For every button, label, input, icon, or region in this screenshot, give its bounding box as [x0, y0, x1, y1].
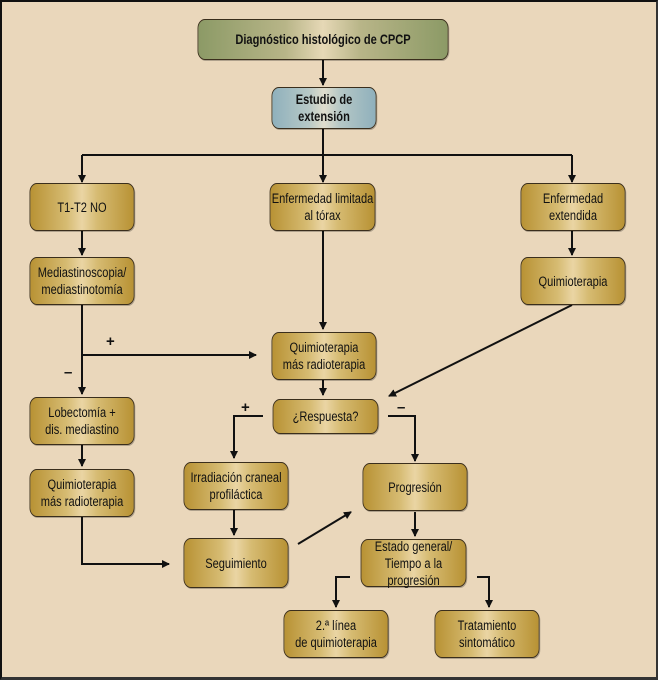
- mediastino-negative-label: –: [64, 364, 73, 381]
- node-tratamiento-sintomatico: Tratamiento sintomático: [434, 610, 540, 658]
- arrow-quimio-respuesta: [388, 304, 573, 397]
- arrow-respuesta-positive: [230, 415, 263, 459]
- node-quimio-radio-central: Quimioterapia más radioterapia: [271, 332, 377, 380]
- node-segunda-linea: 2.ª línea de quimioterapia: [283, 610, 389, 658]
- arrow-seguimiento-progresion: [297, 511, 352, 545]
- mediastino-positive-label: +: [106, 333, 115, 350]
- node-estado-general: Estado general/ Tiempo a la progresión: [360, 539, 467, 588]
- node-progresion: Progresión: [362, 463, 468, 511]
- respuesta-positive-label: +: [241, 399, 250, 416]
- node-respuesta: ¿Respuesta?: [272, 399, 379, 434]
- node-enfermedad-extendida: Enfermedad extendida: [520, 183, 626, 231]
- node-seguimiento: Seguimiento: [183, 538, 289, 588]
- arrow-respuesta-negative: [388, 415, 419, 462]
- respuesta-negative-label: –: [397, 399, 406, 416]
- node-enfermedad-limitada: Enfermedad limitada al tórax: [269, 183, 376, 231]
- node-diagnostico-histologico: Diagnóstico histológico de CPCP: [197, 19, 449, 60]
- node-estudio-extension: Estudio de extensión: [271, 87, 377, 129]
- node-mediastinoscopia: Mediastinoscopia/ mediastinotomía: [29, 257, 135, 305]
- node-irradiacion-craneal: Irradiación craneal profiláctica: [183, 462, 289, 510]
- node-t1-t2-no: T1-T2 NO: [29, 183, 135, 231]
- node-quimioterapia-extendida: Quimioterapia: [520, 257, 626, 305]
- node-lobectomia: Lobectomía + dis. mediastino: [29, 397, 135, 445]
- arrow-estado-tratamiento: [477, 576, 493, 608]
- arrow-estado-segunda: [332, 576, 350, 608]
- node-quimio-radio-izquierda: Quimioterapia más radioterapia: [29, 469, 135, 517]
- arrow-quimioradio-seguimiento: [81, 516, 170, 568]
